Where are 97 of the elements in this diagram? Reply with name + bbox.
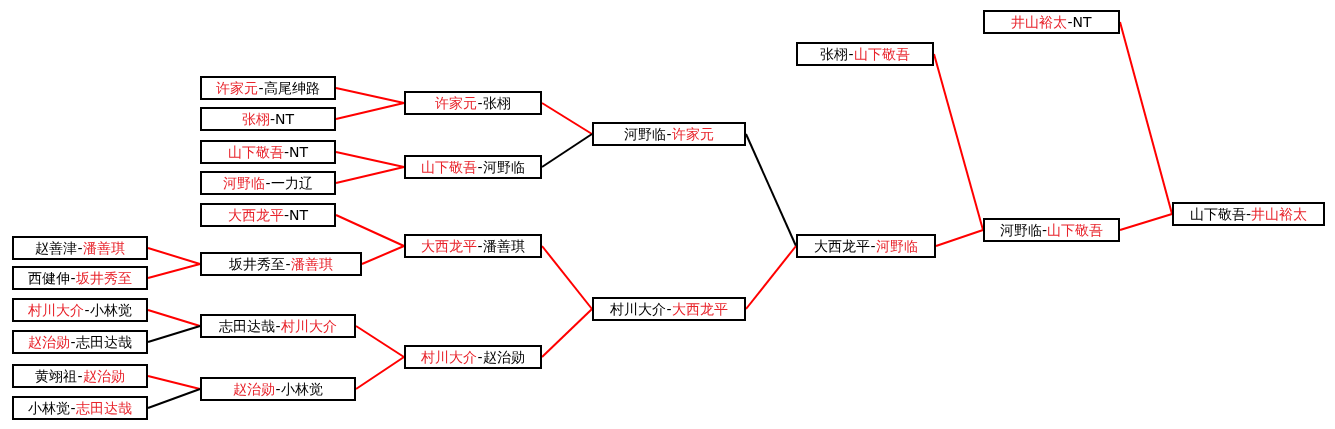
match-box	[592, 297, 746, 321]
match-box	[200, 140, 336, 164]
match-text: -河野临	[477, 159, 525, 175]
winner-name: 村川大介	[421, 349, 478, 365]
match-text: -NT	[283, 144, 309, 160]
winner-name: 村川大介	[28, 302, 85, 318]
match-text: -赵治勋	[477, 349, 525, 365]
winner-name: 许家元	[216, 80, 259, 96]
match-text: 大西龙平-	[814, 238, 876, 254]
winner-name: 井山裕太	[1011, 14, 1068, 30]
winner-name: 村川大介	[280, 318, 337, 334]
winner-name: 志田达哉	[75, 400, 132, 416]
bracket-line	[361, 245, 405, 265]
match-text: 黄翊祖-	[35, 368, 83, 384]
match-text: 小林觉-	[28, 400, 76, 416]
match-box	[592, 122, 746, 146]
winner-name: 河野临	[223, 175, 266, 191]
match-text: -NT	[283, 207, 309, 223]
bracket-line	[541, 245, 593, 310]
winner-name: 河野临	[875, 238, 918, 254]
winner-name: 坂井秀至	[75, 270, 132, 286]
winner-name: 赵治勋	[233, 381, 276, 397]
bracket-line	[335, 87, 405, 104]
match-text: -小林觉	[84, 302, 132, 318]
match-text: -NT	[1067, 14, 1092, 30]
match-text: -高尾绅路	[258, 80, 320, 96]
winner-name: 潘善琪	[82, 240, 125, 256]
match-text: 张栩-	[820, 46, 854, 62]
match-text: -张栩	[477, 95, 511, 111]
match-box	[12, 364, 148, 388]
winner-name: 井山裕太	[1251, 206, 1308, 222]
match-box	[404, 234, 542, 258]
winner-name: 山下敬吾	[227, 144, 284, 160]
match-box	[12, 266, 148, 290]
match-box	[404, 91, 542, 115]
match-box	[796, 234, 936, 258]
match-box	[12, 298, 148, 322]
match-box	[404, 345, 542, 369]
match-text: 西健伸-	[28, 270, 76, 286]
winner-name: 许家元	[671, 126, 714, 142]
match-text: 河野临-	[999, 222, 1048, 238]
bracket-line	[147, 388, 201, 409]
bracket-line	[335, 166, 405, 184]
match-text: 村川大介-	[610, 301, 672, 317]
bracket-line	[335, 151, 405, 168]
match-box	[12, 396, 148, 420]
winner-name: 山下敬吾	[853, 46, 910, 62]
match-box	[12, 236, 148, 260]
match-box	[200, 171, 336, 195]
match-text: 志田达哉-	[219, 318, 281, 334]
bracket-line	[541, 133, 593, 168]
bracket-line	[147, 247, 201, 265]
bracket-line	[355, 356, 405, 390]
winner-name: 赵治勋	[82, 368, 125, 384]
match-box	[200, 252, 362, 276]
match-text: -志田达哉	[70, 334, 132, 350]
match-text: -NT	[269, 111, 295, 127]
match-text: -潘善琪	[477, 238, 525, 254]
match-box	[1172, 202, 1325, 226]
bracket-line	[147, 309, 201, 327]
match-box	[200, 314, 356, 338]
bracket-line	[1119, 213, 1173, 231]
match-text: 河野临-	[624, 126, 672, 142]
winner-name: 大西龙平	[227, 207, 284, 223]
match-box	[200, 377, 356, 401]
winner-name: 赵治勋	[28, 334, 71, 350]
match-box	[200, 203, 336, 227]
bracket-line	[335, 102, 405, 120]
winner-name: 大西龙平	[421, 238, 478, 254]
bracket-line	[147, 375, 201, 390]
match-box	[983, 218, 1120, 242]
match-text: 赵善津-	[35, 240, 83, 256]
bracket-line	[541, 102, 593, 135]
match-box	[12, 330, 148, 354]
bracket-line	[147, 325, 201, 343]
match-box	[200, 107, 336, 131]
match-text: 山下敬吾-	[1189, 206, 1252, 222]
winner-name: 大西龙平	[671, 301, 728, 317]
bracket-line	[147, 263, 201, 279]
match-box	[796, 42, 934, 66]
winner-name: 许家元	[435, 95, 478, 111]
bracket-line	[335, 214, 405, 247]
match-box	[983, 10, 1120, 34]
winner-name: 山下敬吾	[421, 159, 478, 175]
bracket-line	[935, 229, 984, 247]
bracket-line	[541, 308, 593, 358]
match-text: -一力辽	[265, 175, 313, 191]
winner-name: 山下敬吾	[1047, 222, 1104, 238]
match-box	[404, 155, 542, 179]
match-text: -小林觉	[275, 381, 323, 397]
match-text: 坂井秀至-	[229, 256, 291, 272]
match-box	[200, 76, 336, 100]
winner-name: 潘善琪	[290, 256, 333, 272]
bracket-line	[745, 245, 797, 310]
bracket-line	[355, 325, 405, 358]
bracket-line	[745, 133, 797, 247]
winner-name: 张栩	[241, 111, 270, 127]
